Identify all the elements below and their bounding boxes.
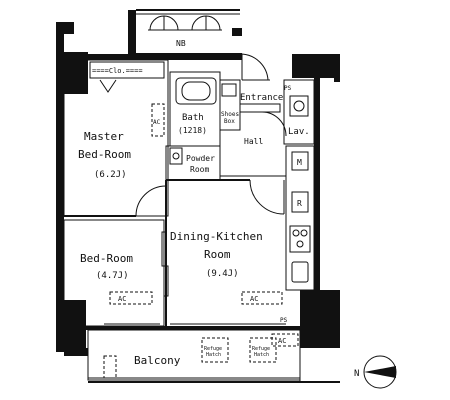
master-label-2: Bed-Room [78, 148, 131, 161]
lav-ps-label: PS [284, 85, 292, 92]
balcony: Balcony Refuge Hatch Refuge Hatch AC [87, 329, 340, 383]
master-size: (6.2J) [94, 170, 127, 180]
balcony-label: Balcony [134, 354, 181, 367]
compass-icon: N [354, 355, 397, 389]
shoe-label-2: Box [224, 118, 235, 125]
balcony-ac-label: AC [278, 337, 286, 345]
balcony-ps-label: PS [280, 317, 288, 324]
shoe-label-1: Shoes [221, 111, 239, 118]
powder-label-2: Room [190, 165, 209, 174]
hall-label: Hall [244, 137, 263, 146]
bed-label: Bed-Room [80, 252, 133, 265]
nb-label: NB [176, 39, 186, 48]
washer-label: M [297, 158, 302, 167]
refuge-2-label-2: Hatch [254, 352, 269, 358]
lav-label: Lav. [288, 127, 310, 137]
bath-label: Bath [182, 113, 204, 123]
master-label-1: Master [84, 130, 124, 143]
powder-room: Powder Room [165, 145, 221, 181]
dining-kitchen: Dining-Kitchen Room (9.4J) AC [166, 179, 285, 305]
nb-area: NB [128, 9, 242, 55]
bath-size: (1218) [178, 126, 207, 135]
master-ac-label: AC [153, 119, 161, 126]
fridge-label: R [297, 199, 302, 208]
bed-ac-label: AC [118, 295, 126, 303]
bathroom: Bath (1218) [169, 71, 221, 147]
powder-label-1: Powder [186, 154, 215, 163]
dk-label-1: Dining-Kitchen [170, 230, 263, 243]
lavatory: PS Lav. [261, 79, 315, 145]
dk-ac-label: AC [250, 295, 258, 303]
master-bedroom: ====Clo.==== Master Bed-Room (6.2J) AC [63, 59, 169, 217]
refuge-2-label-1: Refuge [252, 346, 270, 352]
entrance-area: Shoes Box Entrance Hall [219, 79, 286, 177]
dk-label-2: Room [204, 248, 231, 261]
entrance-label: Entrance [240, 93, 283, 103]
closet-label: ====Clo.==== [92, 67, 143, 75]
refuge-1-label-2: Hatch [206, 352, 221, 358]
bed-size: (4.7J) [96, 271, 129, 281]
refuge-1-label-1: Refuge [204, 346, 222, 352]
compass-north-label: N [354, 369, 359, 379]
dk-size: (9.4J) [206, 269, 239, 279]
kitchen-counter: M R [285, 145, 315, 291]
bedroom: Bed-Room (4.7J) AC [63, 219, 169, 327]
entrance-door[interactable] [241, 53, 270, 81]
